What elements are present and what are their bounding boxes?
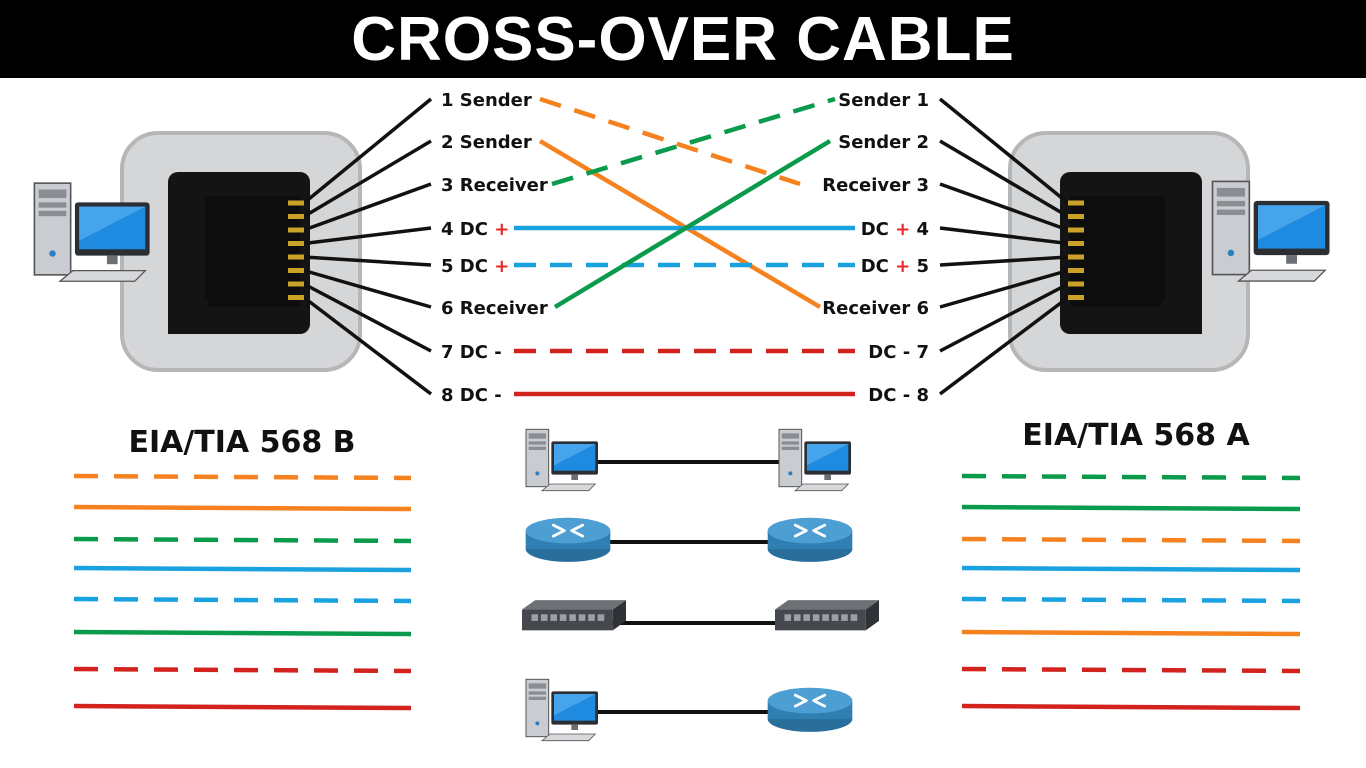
left-pin-label: 4 DC +	[441, 219, 509, 240]
right-pin-wire	[939, 226, 1069, 246]
standard-wire	[73, 536, 412, 544]
router-icon	[524, 516, 612, 564]
standard-568b-wires	[73, 473, 412, 711]
router-icon	[766, 516, 854, 564]
right-contact	[1068, 241, 1084, 246]
left-pin-wire	[303, 255, 432, 267]
pc-icon	[525, 678, 599, 742]
standard-wire	[961, 504, 1301, 512]
page-title: CROSS-OVER CABLE	[351, 4, 1015, 74]
right-contact	[1068, 268, 1084, 273]
switch-icon	[522, 600, 626, 631]
standard-568a-title: EIA/TIA 568 A	[1022, 418, 1250, 453]
right-contact	[1068, 227, 1084, 233]
right-pin-wire	[939, 255, 1069, 267]
connection-wire	[551, 96, 836, 187]
standard-wire	[961, 596, 1301, 604]
left-pin-label: 1 Sender	[441, 90, 532, 111]
right-pin-wire	[939, 268, 1069, 309]
left-pin-label: 6 Receiver	[441, 298, 548, 319]
title-banner: CROSS-OVER CABLE	[0, 0, 1366, 78]
right-pin-label: Sender 2	[838, 132, 929, 153]
connection-wire	[553, 139, 832, 309]
standard-wire	[73, 703, 412, 711]
right-pin-wire	[939, 139, 1069, 219]
standard-wire	[73, 629, 412, 637]
right-contact	[1068, 200, 1084, 206]
standard-wire	[961, 565, 1301, 573]
left-contact	[288, 200, 304, 206]
left-rj45-jack	[120, 131, 362, 372]
left-contact	[288, 214, 304, 219]
right-computer-icon	[1211, 180, 1331, 282]
right-pin-wire	[938, 296, 1070, 396]
standard-wire	[961, 536, 1301, 544]
right-pin-label: Receiver 6	[822, 298, 929, 319]
left-pin-wire	[303, 182, 432, 232]
left-contact	[288, 295, 304, 300]
right-pin-label: DC - 7	[868, 342, 929, 363]
switch-icon	[775, 600, 879, 631]
left-pin-label: 7 DC -	[441, 342, 502, 363]
right-contact	[1068, 214, 1084, 219]
standard-wire	[73, 666, 412, 674]
right-pin-wire	[939, 182, 1069, 232]
right-rj45-jack	[1008, 131, 1250, 372]
right-pin-wire	[938, 97, 1070, 205]
right-pin-label: DC + 5	[861, 256, 929, 277]
standard-wire	[961, 666, 1301, 674]
right-contact	[1068, 281, 1084, 287]
standard-wire	[961, 473, 1301, 481]
left-pin-wire	[302, 296, 433, 396]
left-pin-wire	[303, 226, 432, 246]
left-contact	[288, 268, 304, 273]
left-contact	[288, 254, 304, 260]
left-pin-wire	[303, 282, 432, 353]
router-icon	[766, 686, 854, 734]
left-pin-label: 8 DC -	[441, 385, 502, 406]
standard-wire	[73, 473, 412, 481]
standard-wire	[73, 565, 412, 573]
left-pin-wire	[302, 97, 433, 205]
left-contact	[288, 227, 304, 233]
standard-wire	[73, 596, 412, 604]
right-contact	[1068, 254, 1084, 260]
left-pin-wire	[303, 268, 432, 309]
pc-icon	[778, 428, 852, 492]
right-pin-label: DC + 4	[861, 219, 929, 240]
left-contact	[288, 281, 304, 287]
standard-wire	[961, 629, 1301, 637]
right-pin-label: Receiver 3	[822, 175, 929, 196]
left-pin-wire	[303, 139, 432, 219]
pc-icon	[525, 428, 599, 492]
connection-wire	[539, 96, 801, 187]
standard-wire	[73, 504, 412, 512]
standard-wire	[961, 703, 1301, 711]
right-pin-label: Sender 1	[838, 90, 929, 111]
right-contact	[1068, 295, 1084, 300]
standard-568b-title: EIA/TIA 568 B	[128, 425, 355, 460]
left-pin-label: 5 DC +	[441, 256, 509, 277]
left-pin-label: 2 Sender	[441, 132, 532, 153]
left-contact	[288, 241, 304, 246]
right-pin-label: DC - 8	[868, 385, 929, 406]
right-pin-wire	[939, 282, 1069, 353]
left-pin-label: 3 Receiver	[441, 175, 548, 196]
connection-wire	[538, 139, 822, 309]
standard-568a-wires	[961, 473, 1301, 711]
device-pairs	[522, 428, 879, 742]
